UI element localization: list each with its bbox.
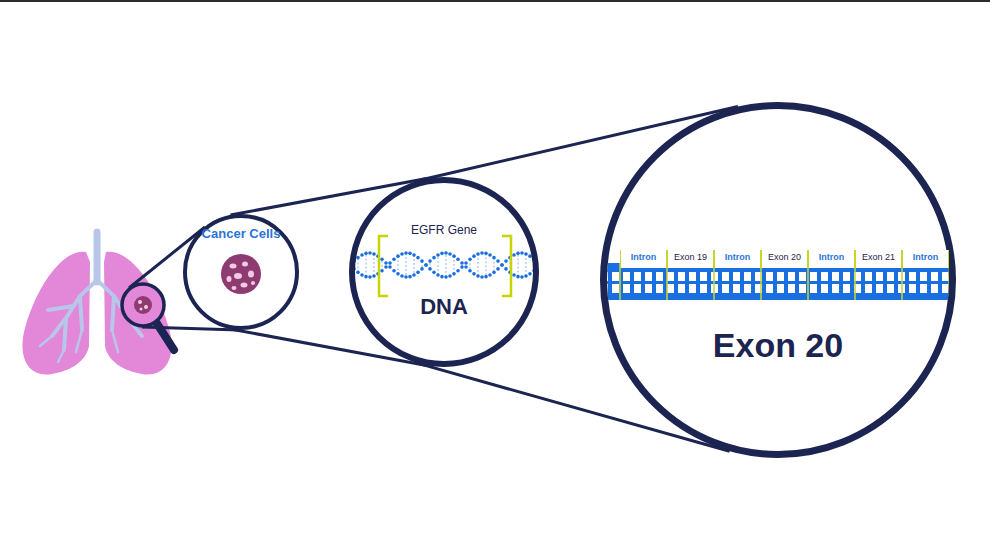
disc xyxy=(185,216,297,328)
exon-title: Exon 20 xyxy=(607,327,949,364)
strip-label: Intron xyxy=(809,253,854,263)
strip-label: Intron xyxy=(903,253,948,263)
strip-label: Exon 19 xyxy=(674,252,707,262)
circle-title: Cancer Cells xyxy=(202,226,281,241)
dna-label: DNA xyxy=(420,294,468,319)
zoom-circle: EGFR GeneDNA xyxy=(349,177,539,367)
magnifier xyxy=(122,284,174,350)
strip-cell: Intron xyxy=(902,250,949,268)
strip-label: Exon 21 xyxy=(862,252,895,262)
cancer-cell xyxy=(221,254,261,294)
top-rule xyxy=(0,0,990,2)
zoom-circle: Exon 20IntronExon 19IntronExon 20IntronE… xyxy=(600,102,956,458)
exon-title: Exon 20 xyxy=(713,326,843,364)
strip-cell: Exon 19 xyxy=(667,250,714,268)
strip-label: Intron xyxy=(715,253,760,263)
strip-label: Intron xyxy=(913,252,939,262)
strip-cell: Exon 21 xyxy=(855,250,902,268)
gene-label: EGFR Gene xyxy=(407,223,481,237)
strip-label: Exon 20 xyxy=(768,252,801,262)
exon-strip xyxy=(600,263,960,300)
strip-cell: Intron xyxy=(714,250,761,268)
dna-label: DNA xyxy=(355,295,533,319)
strip-label: Exon 20 xyxy=(762,253,807,263)
zoom-connector xyxy=(230,179,426,366)
strip-cell: Exon 20 xyxy=(761,250,808,268)
lungs xyxy=(22,232,171,375)
zoom-circle: Cancer Cells xyxy=(183,214,299,330)
strip-label: Exon 19 xyxy=(668,253,713,263)
gene-label: EGFR Gene xyxy=(355,224,533,237)
strip-label: Exon 21 xyxy=(856,253,901,263)
disc xyxy=(352,180,536,364)
strip-label: Intron xyxy=(725,252,751,262)
strip-cell: Intron xyxy=(808,250,855,268)
circle-title: Cancer Cells xyxy=(187,227,295,241)
gene-bracket xyxy=(379,236,511,296)
strip-cell: Intron xyxy=(620,250,667,268)
strip-label: Intron xyxy=(819,252,845,262)
strip-label: Intron xyxy=(621,253,666,263)
zoom-connector xyxy=(418,107,738,452)
strip-label: Intron xyxy=(631,252,657,262)
